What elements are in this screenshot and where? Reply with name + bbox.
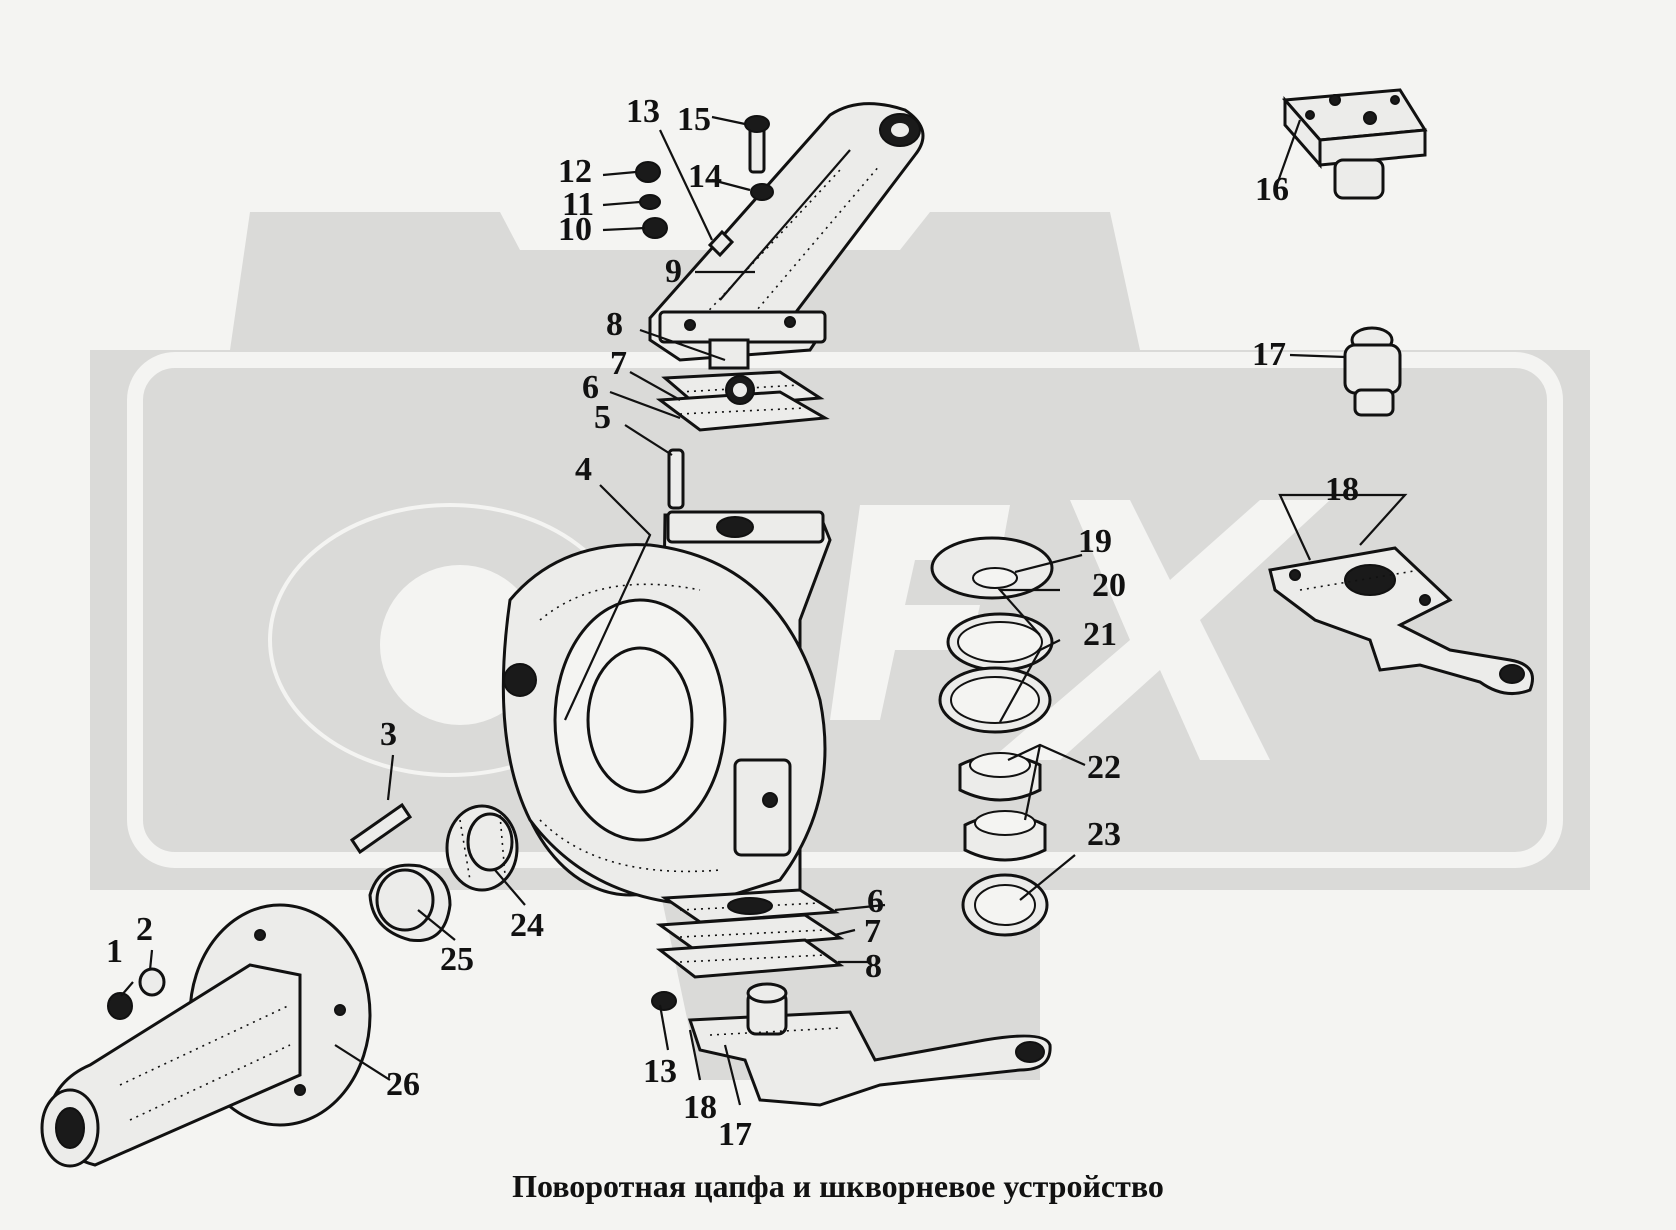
kingpin-17 [1343, 326, 1402, 417]
label-3: 3 [380, 716, 397, 753]
steering-knuckle-housing [501, 510, 832, 912]
pin-5 [667, 448, 685, 510]
label-13-lower: 13 [643, 1053, 677, 1090]
label-21: 21 [1083, 616, 1117, 653]
label-26: 26 [386, 1066, 420, 1103]
label-24: 24 [510, 907, 544, 944]
label-8-lower: 8 [865, 948, 882, 985]
label-7-lower: 7 [864, 913, 881, 950]
label-23: 23 [1087, 816, 1121, 853]
small-hardware-upper [635, 115, 774, 258]
cap-16 [1281, 88, 1428, 200]
needle-bearing-24 [445, 804, 519, 892]
steering-arm-18 [1268, 546, 1534, 696]
label-20: 20 [1092, 567, 1126, 604]
nut-1 [107, 992, 133, 1020]
label-15: 15 [677, 101, 711, 138]
label-16: 16 [1255, 171, 1289, 208]
part-numbers: 1 2 3 4 5 6 7 8 9 10 11 12 13 14 15 16 1… [106, 93, 1359, 1153]
label-2: 2 [136, 911, 153, 948]
label-4: 4 [575, 451, 592, 488]
bearing-stack [930, 536, 1054, 937]
label-18-lower: 18 [683, 1089, 717, 1126]
label-5: 5 [594, 399, 611, 436]
steering-arm-upper [648, 102, 925, 370]
steering-arm-lower [651, 982, 1052, 1107]
label-17-right: 17 [1252, 336, 1286, 373]
label-17-lower: 17 [718, 1116, 752, 1153]
washer-2 [138, 967, 166, 997]
label-8-upper: 8 [606, 306, 623, 343]
label-10: 10 [558, 211, 592, 248]
label-19: 19 [1078, 523, 1112, 560]
label-13-upper: 13 [626, 93, 660, 130]
axle-stub-26 [40, 903, 372, 1168]
label-9: 9 [665, 253, 682, 290]
needle-bearing-25 [368, 863, 452, 943]
label-12: 12 [558, 153, 592, 190]
label-1: 1 [106, 933, 123, 970]
label-18-right: 18 [1325, 471, 1359, 508]
label-25: 25 [440, 941, 474, 978]
label-14: 14 [688, 158, 722, 195]
leader-lines [120, 115, 1408, 1106]
label-11: 11 [562, 186, 594, 223]
label-6-upper: 6 [582, 369, 599, 406]
label-6-lower: 6 [867, 883, 884, 920]
lower-shim-pack [655, 888, 845, 979]
diagram-caption: Поворотная цапфа и шкворневое устройство [512, 1168, 1164, 1204]
pin-3 [349, 802, 413, 855]
label-22: 22 [1087, 749, 1121, 786]
upper-shim-pack [655, 370, 830, 432]
label-7-upper: 7 [610, 345, 627, 382]
